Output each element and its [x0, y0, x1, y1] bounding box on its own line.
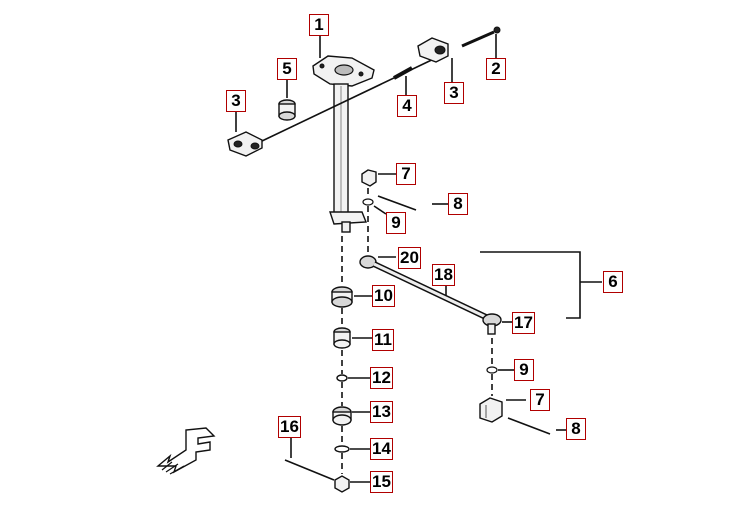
callout-8-lower: 8	[566, 418, 586, 440]
callout-10: 10	[372, 285, 395, 307]
nut-7-upper	[361, 169, 377, 187]
steering-stem-shaft	[329, 83, 368, 233]
callout-13: 13	[370, 401, 393, 423]
tie-rod	[359, 255, 502, 335]
callout-3-left: 3	[226, 90, 246, 112]
washer-9-upper	[362, 198, 374, 206]
callout-4: 4	[397, 95, 417, 117]
right-bracket	[417, 37, 449, 63]
callout-1: 1	[309, 14, 329, 36]
bolt-2	[461, 26, 501, 48]
callout-14: 14	[370, 438, 393, 460]
callout-20: 20	[398, 247, 421, 269]
bush-11	[333, 327, 351, 349]
group-bracket-6	[480, 251, 581, 319]
bearing-10	[331, 286, 353, 308]
callout-7-upper: 7	[396, 163, 416, 185]
callout-5: 5	[277, 58, 297, 80]
bush-5	[278, 99, 296, 121]
callout-9-upper: 9	[386, 212, 406, 234]
washer-9-lower	[486, 366, 498, 374]
callout-15: 15	[370, 471, 393, 493]
cotter-pin-8-lower	[507, 417, 551, 435]
washer-14	[334, 445, 350, 453]
callout-16: 16	[278, 416, 301, 438]
o-ring-12	[336, 374, 348, 382]
leader-9a	[373, 205, 387, 215]
callout-7-lower: 7	[530, 389, 550, 411]
left-bracket	[227, 131, 263, 157]
callout-2: 2	[486, 58, 506, 80]
callout-9-lower: 9	[514, 359, 534, 381]
pin-4	[393, 66, 413, 80]
callout-3-right: 3	[444, 82, 464, 104]
front-direction-icon	[156, 427, 216, 475]
stem-top-plate	[312, 55, 375, 87]
seal-13	[332, 406, 352, 426]
nut-7-lower	[479, 397, 503, 423]
callout-6: 6	[603, 271, 623, 293]
callout-8-upper: 8	[448, 193, 468, 215]
nut-15	[334, 475, 350, 493]
callout-18: 18	[432, 264, 455, 286]
callout-17: 17	[512, 312, 535, 334]
cotter-pin-16	[284, 459, 335, 481]
cotter-pin-8-upper	[377, 195, 417, 211]
callout-12: 12	[370, 367, 393, 389]
callout-11: 11	[372, 329, 394, 351]
